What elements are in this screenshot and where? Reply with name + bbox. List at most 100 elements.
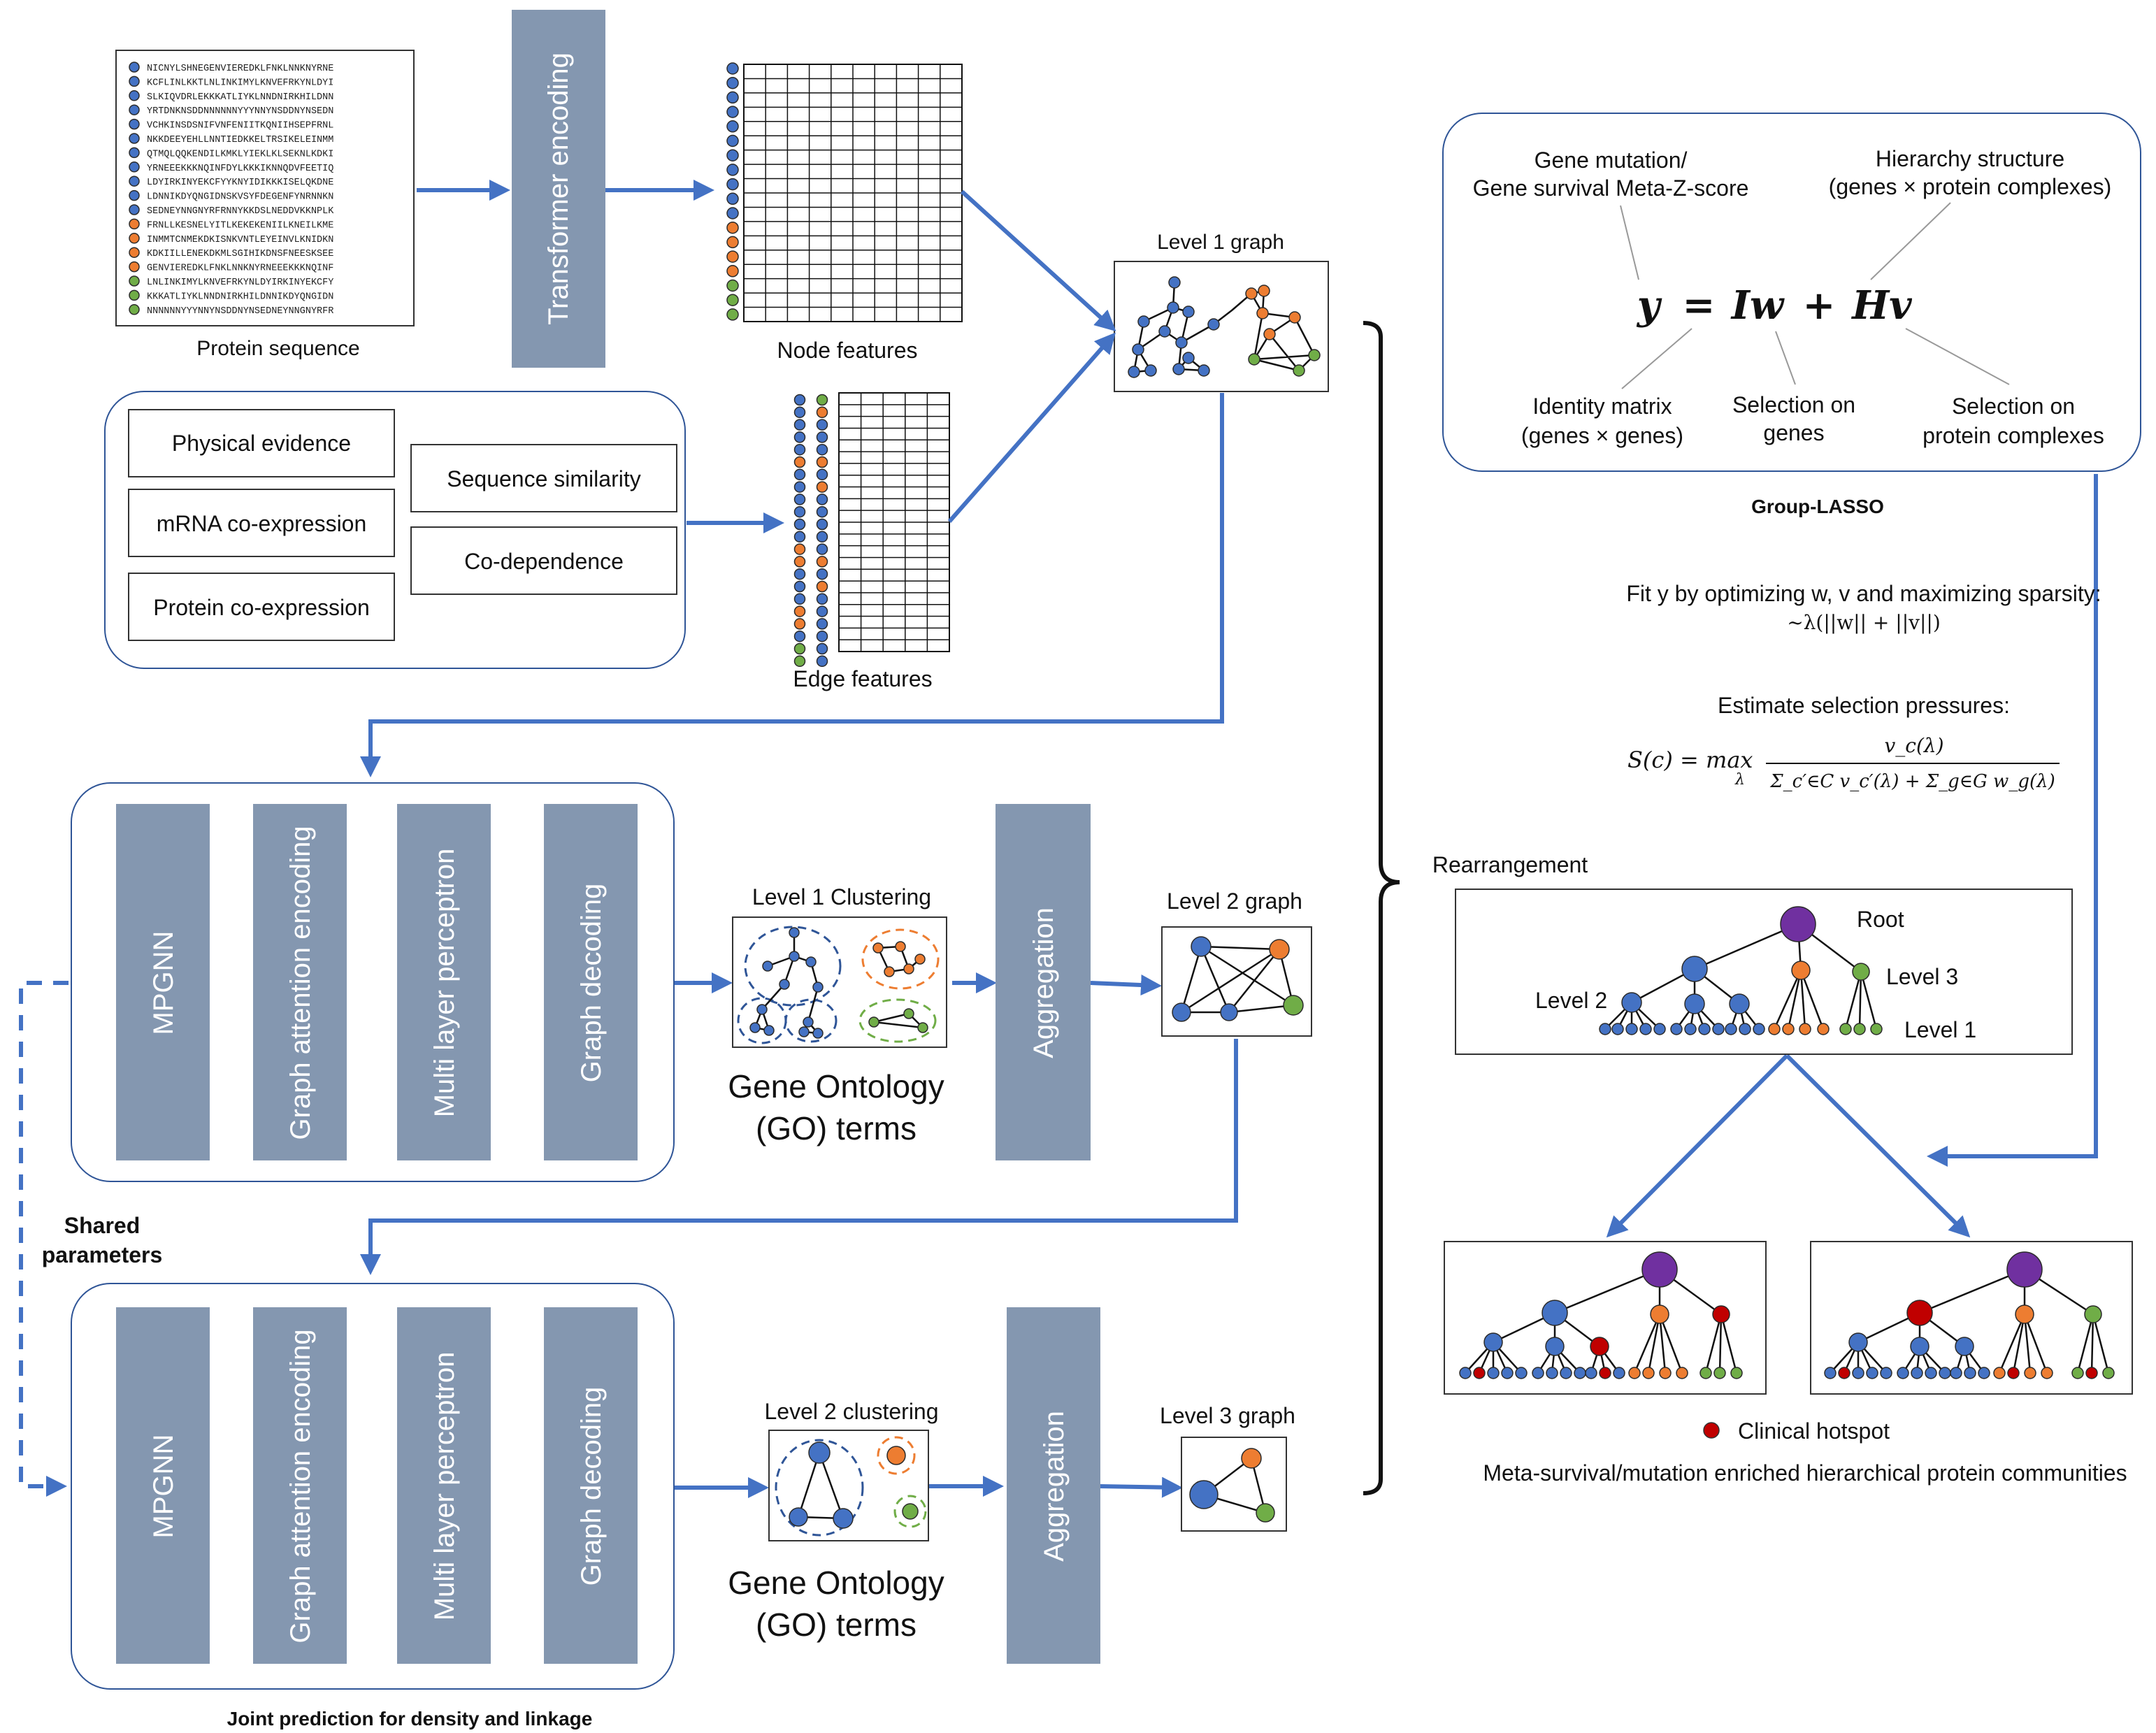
tree-sub-node bbox=[1545, 1337, 1565, 1356]
sequence-dot bbox=[129, 161, 140, 173]
edge-feature-dot-a bbox=[793, 655, 806, 668]
tree-edge bbox=[1860, 971, 1878, 1030]
node-feature-dot bbox=[726, 164, 739, 176]
edge-feature-dot-b bbox=[816, 419, 828, 431]
level3-graph-node bbox=[1189, 1480, 1219, 1509]
edge-feature-dot-b bbox=[816, 618, 828, 630]
attention-label: Graph attention encoding bbox=[285, 826, 316, 1139]
aggregation-label-1: Aggregation bbox=[1028, 907, 1059, 1058]
tree-leaf-node bbox=[1993, 1367, 2006, 1379]
level1-cluster-node bbox=[762, 961, 773, 972]
node-feature-dot bbox=[726, 62, 739, 75]
tree-sub-node bbox=[1910, 1337, 1929, 1356]
tree-edge bbox=[1658, 1314, 1667, 1374]
node-feature-dot bbox=[726, 308, 739, 321]
level1-cluster-node bbox=[779, 979, 790, 990]
tree-leaf-node bbox=[1625, 1023, 1638, 1035]
node-feature-dot bbox=[726, 149, 739, 161]
sequence-line: LDNNIKDYQNGIDNSKVSYFDEGENFYNRNNKN bbox=[147, 192, 333, 203]
attention-label-2: Graph attention encoding bbox=[285, 1329, 316, 1643]
protein-sequence-panel: NICNYLSHNEGENVIEREDKLFNKLNNKNYRNEKCFLINL… bbox=[115, 50, 415, 360]
tree-leaf-node bbox=[1897, 1367, 1909, 1379]
level2-graph-node bbox=[1283, 995, 1304, 1016]
level1-graph-node bbox=[1293, 364, 1305, 377]
tree-leaf-node bbox=[1725, 1023, 1737, 1035]
hotspot-tree-left bbox=[1444, 1241, 1767, 1395]
edge-feature-dot-b bbox=[816, 630, 828, 642]
formula-denominator: Σ_c′∈C v_c′(λ) + Σ_g∈G w_g(λ) bbox=[1769, 771, 2055, 792]
selection-genes-line1: Selection on bbox=[1732, 392, 1855, 417]
tree-leaf-node bbox=[1782, 1023, 1795, 1035]
flow-arrows bbox=[360, 180, 2098, 1498]
tree-level2-label: Level 2 bbox=[1535, 988, 1607, 1013]
tree-edge bbox=[1773, 970, 1802, 1030]
tree-leaf-node bbox=[1852, 1367, 1864, 1379]
tree-edge bbox=[2076, 1314, 2094, 1374]
edge-feature-dot-a bbox=[793, 481, 806, 493]
tree-leaf-node bbox=[1639, 1023, 1652, 1035]
tree-leaf-node bbox=[1574, 1367, 1586, 1379]
level1-graph-node bbox=[1128, 366, 1140, 378]
level2-graph-label: Level 2 graph bbox=[1167, 889, 1302, 914]
mlp-label-2: Multi layer perceptron bbox=[429, 1352, 460, 1621]
tree-leaf-node bbox=[1642, 1367, 1655, 1379]
tree-leaf-node bbox=[1501, 1367, 1514, 1379]
edge-feature-dot-a bbox=[793, 568, 806, 580]
sequence-line: KDKIILLENEKDKMLSGIHIKDNSFNEESKSEE bbox=[147, 249, 333, 259]
tree-root-node bbox=[2006, 1251, 2043, 1288]
level2-graph-node bbox=[1172, 1002, 1191, 1022]
tree-sub-node bbox=[1848, 1332, 1868, 1352]
tree-leaf-node bbox=[1768, 1023, 1781, 1035]
node-features-matrix: Node features bbox=[726, 62, 963, 363]
level1-graph-node bbox=[1248, 353, 1260, 366]
level1-graph-node bbox=[1172, 363, 1185, 375]
tree-level3-label: Level 3 bbox=[1886, 964, 1958, 989]
mpgnn-label: MPGNN bbox=[148, 931, 179, 1035]
tree-edge bbox=[1718, 1314, 1723, 1374]
edge-feature-dot-a bbox=[793, 531, 806, 543]
sequence-line: YRNEEEKKKNQINFDYLKKKIKNNQDVFEETIQ bbox=[147, 164, 333, 174]
edge-feature-dot-b bbox=[816, 431, 828, 443]
node-feature-dot bbox=[726, 106, 739, 118]
equation-hv: Hv bbox=[1850, 282, 1913, 329]
level3-graph-label: Level 3 graph bbox=[1160, 1403, 1295, 1428]
gnn-row-2: MPGNN Graph attention encoding Multi lay… bbox=[71, 1283, 675, 1690]
transformer-encoding-block: Transformer encoding bbox=[512, 10, 605, 368]
level1-cluster-node bbox=[868, 1016, 879, 1028]
tree-edge bbox=[1704, 1314, 1723, 1374]
formula-lambda: λ bbox=[1734, 771, 1745, 789]
sequence-line: KCFLINLKKTLNLINKIMYLKNVEFRKYNLDYI bbox=[147, 78, 333, 88]
shared-parameters-arrow bbox=[19, 981, 69, 1497]
identity-line1: Identity matrix bbox=[1532, 394, 1672, 419]
tree-leaf-node bbox=[1670, 1023, 1683, 1035]
edge-feature-dot-a bbox=[793, 593, 806, 605]
tree-mid-node bbox=[1712, 1305, 1730, 1323]
edge-feature-dot-b bbox=[816, 531, 828, 543]
level1-cluster-node bbox=[805, 956, 817, 968]
co-dependence-label: Co-dependence bbox=[464, 549, 624, 574]
node-feature-dot bbox=[726, 265, 739, 278]
level2-graph-node bbox=[1191, 936, 1212, 957]
level1-graph-node bbox=[1175, 336, 1188, 349]
edge-feature-dot-a bbox=[793, 556, 806, 568]
level1-graph-node bbox=[1182, 352, 1195, 364]
tree-edge bbox=[1554, 1268, 1660, 1314]
go-terms-line1: Gene Ontology bbox=[728, 1068, 944, 1105]
sequence-dot bbox=[129, 75, 140, 87]
tree-edge bbox=[1694, 923, 1799, 970]
equation-y: y bbox=[1636, 282, 1662, 329]
tree-mid-node bbox=[2084, 1305, 2102, 1323]
sequence-similarity-label: Sequence similarity bbox=[447, 466, 640, 491]
tree-mid-node bbox=[1681, 956, 1708, 982]
sequence-dot bbox=[129, 147, 140, 159]
tree-leaf-node bbox=[1684, 1023, 1697, 1035]
level3-graph-node bbox=[1241, 1448, 1262, 1469]
rearranged-tree: Root Level 3 Level 2 Level 1 bbox=[1455, 889, 2073, 1055]
selection-formula: S(c) = max λ v_c(λ) Σ_c′∈C v_c′(λ) + Σ_g… bbox=[1627, 734, 2060, 792]
tree-leaf-node bbox=[1611, 1023, 1624, 1035]
level1-cluster-node bbox=[749, 1022, 761, 1033]
sequence-dot bbox=[129, 104, 140, 115]
identity-line2: (genes × genes) bbox=[1521, 423, 1683, 448]
level1-graph-node bbox=[1137, 315, 1150, 328]
edge-feature-dot-b bbox=[816, 406, 828, 419]
